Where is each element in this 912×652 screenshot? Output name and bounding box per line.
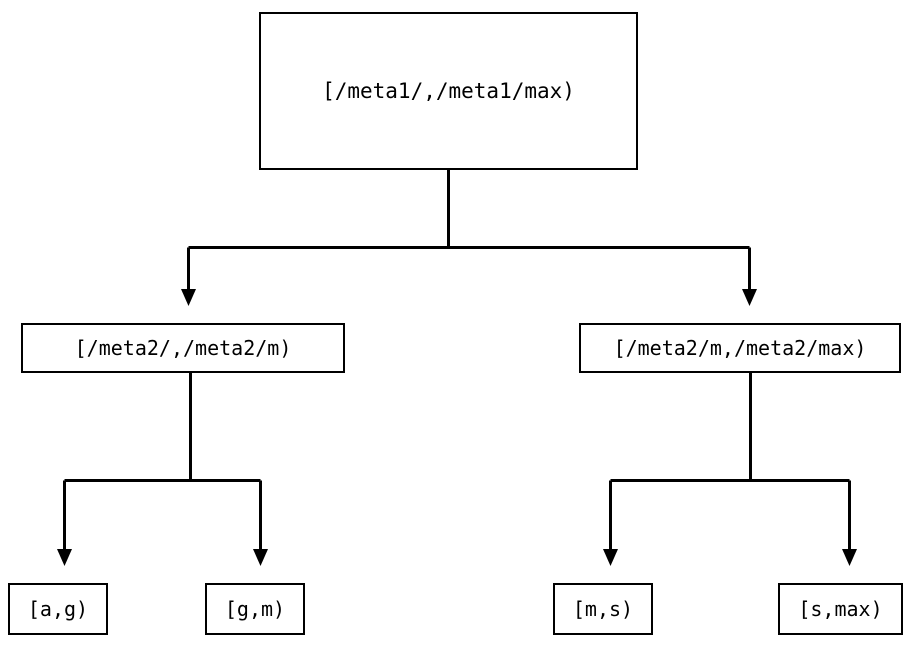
node-leaf-m-s-label: [m,s): [572, 597, 634, 621]
node-leaf-g-m: [g,m): [205, 583, 305, 635]
node-leaf-m-s: [m,s): [553, 583, 653, 635]
node-mid-left-label: [/meta2/,/meta2/m): [74, 336, 292, 360]
node-root-meta1-range: [/meta1/,/meta1/max): [259, 12, 638, 170]
node-leaf-g-m-label: [g,m): [224, 597, 286, 621]
arrowhead-mid-left: [181, 289, 196, 306]
node-leaf-s-max-label: [s,max): [798, 597, 883, 621]
node-root-label: [/meta1/,/meta1/max): [322, 78, 575, 103]
arrowhead-leaf-gm: [253, 549, 268, 566]
edge-midleft-to-leaves: [57, 373, 268, 566]
node-leaf-s-max: [s,max): [778, 583, 903, 635]
arrowhead-leaf-ag: [57, 549, 72, 566]
node-leaf-a-g-label: [a,g): [27, 597, 89, 621]
node-mid-left-meta2-lower: [/meta2/,/meta2/m): [21, 323, 345, 373]
arrowhead-mid-right: [742, 289, 757, 306]
arrowhead-leaf-smax: [842, 549, 857, 566]
edge-midright-to-leaves: [603, 373, 857, 566]
arrowhead-leaf-ms: [603, 549, 618, 566]
node-mid-right-meta2-upper: [/meta2/m,/meta2/max): [579, 323, 901, 373]
node-mid-right-label: [/meta2/m,/meta2/max): [613, 336, 867, 360]
node-leaf-a-g: [a,g): [8, 583, 108, 635]
edge-root-to-mid-level: [181, 170, 757, 306]
